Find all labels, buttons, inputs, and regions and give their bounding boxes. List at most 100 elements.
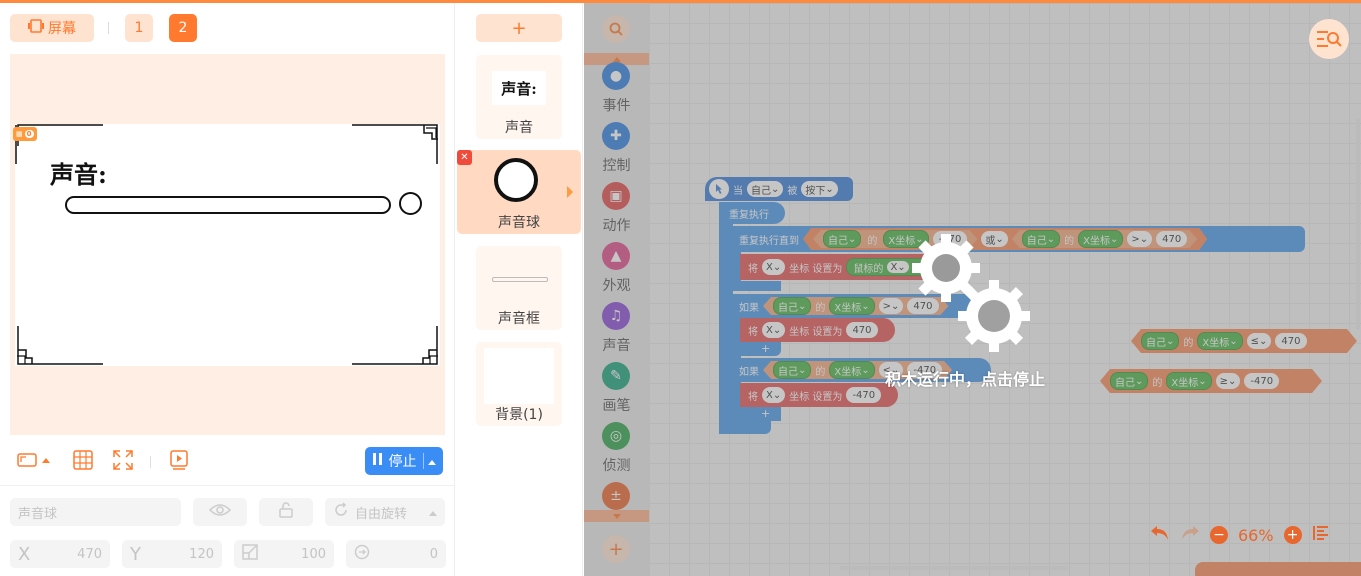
search-icon[interactable] <box>602 15 630 43</box>
direction-field[interactable]: 0 <box>346 540 446 568</box>
sound-bar-sprite[interactable] <box>65 196 391 214</box>
pointer-icon <box>709 179 729 199</box>
pen-icon: ✎ <box>602 362 630 390</box>
play-preview-icon[interactable] <box>168 449 190 471</box>
running-status-text[interactable]: 积木运行中，点击停止 <box>885 370 1046 389</box>
page-1-button[interactable]: 1 <box>125 14 153 42</box>
divider <box>108 22 109 34</box>
stop-label: 停止 <box>388 454 417 470</box>
aspect-ratio-icon[interactable] <box>16 449 38 471</box>
add-sprite-button[interactable]: + <box>476 14 562 42</box>
frame-corner-bottom-left <box>17 326 103 365</box>
undo-icon[interactable] <box>1150 525 1170 545</box>
visibility-toggle[interactable] <box>193 498 247 526</box>
grid-icon: ▦ <box>16 130 23 138</box>
category-pen[interactable]: ✎画笔 <box>584 362 649 418</box>
divider <box>150 456 151 468</box>
vertical-scrollbar[interactable] <box>1356 118 1360 330</box>
add-branch-icon[interactable]: + <box>733 342 781 356</box>
if-block[interactable]: 如果 自己⌄的 X坐标⌄ <⌄ -470 <box>733 358 991 382</box>
sprite-name-input[interactable]: 声音球 <box>10 498 181 526</box>
caret-up-icon[interactable] <box>40 449 52 471</box>
frame-corner-bottom-right <box>352 326 438 365</box>
sprite-thumbnail <box>484 348 554 404</box>
screen-icon <box>28 19 44 37</box>
if-block-arm <box>733 318 741 358</box>
rotation-mode-select[interactable]: 自由旋转 <box>325 498 445 526</box>
stop-button[interactable]: 停止 <box>365 447 443 475</box>
logic-dropdown[interactable]: 或⌄ <box>981 231 1007 247</box>
fullscreen-icon[interactable] <box>112 449 134 471</box>
zoom-controls: − 66% + <box>1150 523 1330 547</box>
sound-ball-sprite[interactable] <box>399 192 422 215</box>
size-field[interactable]: 100 <box>234 540 334 568</box>
repeat-forever-block[interactable]: 重复执行 <box>719 202 785 224</box>
category-events[interactable]: ●事件 <box>584 62 649 118</box>
events-icon: ● <box>602 62 630 90</box>
scroll-up-button[interactable] <box>584 53 649 65</box>
add-branch-icon[interactable]: + <box>733 407 781 421</box>
stage-toolbar: 停止 <box>10 447 445 475</box>
motion-icon: ▣ <box>602 182 630 210</box>
grid-toggle-icon[interactable] <box>72 449 94 471</box>
category-operators[interactable]: ± <box>584 482 649 510</box>
number-input[interactable]: 470 <box>1156 231 1187 247</box>
sprite-item-sound-frame[interactable]: 声音框 <box>476 246 562 330</box>
or-condition[interactable]: 自己⌄ 的 X坐标⌄ -470 或⌄ 自己⌄ 的 X坐标⌄ >⌄ 470 <box>803 228 1207 250</box>
music-note-icon: ♫ <box>602 302 630 330</box>
category-control[interactable]: ✚控制 <box>584 122 649 178</box>
stage-sound-label: 声音: <box>50 160 107 189</box>
horizontal-scrollbar[interactable] <box>840 566 1068 570</box>
when-clicked-hat-block[interactable]: 当 自己⌄ 被 按下⌄ <box>705 177 853 201</box>
block-search-button[interactable] <box>1309 19 1349 59</box>
compare-block-le[interactable]: 自己⌄的 X坐标⌄ ≤ ⌄ 470 <box>1131 329 1357 353</box>
sprite-item-sound[interactable]: 声音: 声音 <box>476 55 562 139</box>
lock-toggle[interactable] <box>259 498 313 526</box>
category-sensing[interactable]: ◎侦测 <box>584 422 649 478</box>
zoom-in-button[interactable]: + <box>1283 526 1302 544</box>
list-search-icon <box>1317 31 1342 47</box>
category-looks[interactable]: ▲外观 <box>584 242 649 298</box>
operators-icon: ± <box>602 482 630 510</box>
compare-block-ge[interactable]: 自己⌄的 X坐标⌄ ≥ ⌄ -470 <box>1100 369 1322 393</box>
zoom-level: 66% <box>1238 525 1274 545</box>
chevron-right-icon[interactable] <box>567 186 573 201</box>
event-dropdown[interactable]: 按下⌄ <box>801 181 838 197</box>
screen-button[interactable]: 屏幕 <box>10 14 94 42</box>
redo-icon[interactable] <box>1180 525 1200 545</box>
sprite-count-badge: ▦0 <box>13 127 37 141</box>
sprite-item-background[interactable]: 背景(1) <box>476 342 562 426</box>
pause-icon <box>372 453 383 469</box>
sprite-item-sound-ball[interactable]: ✕ 声音球 <box>457 150 581 234</box>
sprite-properties: 声音球 自由旋转 X 470 Y 120 100 0 <box>0 485 455 568</box>
stage-scene: 声音: <box>15 124 440 366</box>
gears-icon <box>912 234 1030 352</box>
screen-label: 屏幕 <box>48 21 76 37</box>
category-sound[interactable]: ♫声音 <box>584 302 649 358</box>
unlock-icon <box>278 502 294 522</box>
scroll-down-button[interactable] <box>584 510 649 522</box>
tidy-blocks-icon[interactable] <box>1312 525 1330 545</box>
top-accent-bar <box>0 0 1361 3</box>
gamepad-icon: ✚ <box>602 122 630 150</box>
sprite-thumbnail <box>494 158 538 202</box>
x-position-field[interactable]: X 470 <box>10 540 110 568</box>
repeat-until-foot <box>733 281 781 291</box>
stage-canvas[interactable]: 声音: ▦0 <box>10 54 445 435</box>
close-icon[interactable]: ✕ <box>457 150 472 165</box>
y-position-field[interactable]: Y 120 <box>122 540 222 568</box>
page-2-button[interactable]: 2 <box>169 14 197 42</box>
if-block[interactable]: 如果 自己⌄的 X坐标⌄ >⌄ 470 <box>733 294 973 318</box>
partial-block[interactable] <box>1195 562 1361 576</box>
forever-block-arm <box>719 223 733 423</box>
repeat-until-block[interactable]: 重复执行直到 自己⌄ 的 X坐标⌄ -470 或⌄ 自己⌄ 的 X坐标⌄ >⌄ … <box>733 226 1305 252</box>
direction-icon <box>354 544 370 564</box>
zoom-out-button[interactable]: − <box>1210 526 1228 544</box>
add-extension-button[interactable]: + <box>602 535 630 563</box>
caret-up-icon[interactable] <box>422 453 436 469</box>
sprite-dropdown[interactable]: 自己⌄ <box>747 181 784 197</box>
category-motion[interactable]: ▣动作 <box>584 182 649 238</box>
repeat-until-arm <box>733 252 741 288</box>
